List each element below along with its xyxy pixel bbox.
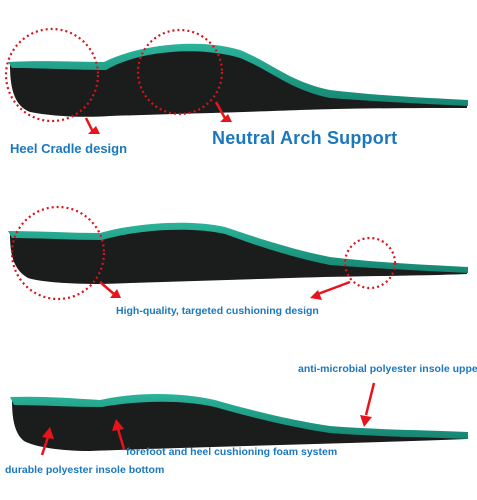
insole-side-view-3 xyxy=(10,382,468,456)
insole-top-layer xyxy=(8,222,468,273)
arch-pointer-arrow xyxy=(214,101,232,122)
insole-foam-layer xyxy=(10,225,467,284)
insole-side-view-1 xyxy=(4,27,468,134)
insole-top-layer xyxy=(10,394,468,439)
insole-upper-label: anti-microbial polyester insole upper xyxy=(298,363,477,375)
forefoot-cushion-highlight-circle xyxy=(343,236,397,290)
materials-panel: anti-microbial polyester insole upper fo… xyxy=(0,345,477,500)
forefoot-cushion-pointer-arrow xyxy=(310,280,351,300)
cushioning-foam-label: forefoot and heel cushioning foam system xyxy=(126,446,338,458)
upper-pointer-arrow xyxy=(360,382,376,427)
cushioning-panel: High-quality, targeted cushioning design xyxy=(0,170,477,345)
heel-cushion-pointer-arrow xyxy=(99,281,121,298)
insole-side-view-2 xyxy=(8,205,468,301)
neutral-arch-label: Neutral Arch Support xyxy=(212,128,398,148)
arch-highlight-circle xyxy=(136,28,224,116)
insole-foam-layer xyxy=(12,397,467,451)
foam-pointer-arrow xyxy=(112,419,126,450)
cushioning-design-label: High-quality, targeted cushioning design xyxy=(116,305,319,317)
heel-highlight-circle xyxy=(4,27,100,123)
insole-bottom-label: durable polyester insole bottom xyxy=(5,464,165,476)
bottom-pointer-arrow xyxy=(40,427,54,456)
heel-pointer-arrow xyxy=(84,117,100,134)
heel-cradle-label: Heel Cradle design xyxy=(10,141,128,156)
insole-top-layer xyxy=(8,43,468,106)
heel-and-arch-panel: Heel Cradle design Neutral Arch Support xyxy=(0,0,477,170)
heel-cushion-highlight-circle xyxy=(10,205,106,301)
